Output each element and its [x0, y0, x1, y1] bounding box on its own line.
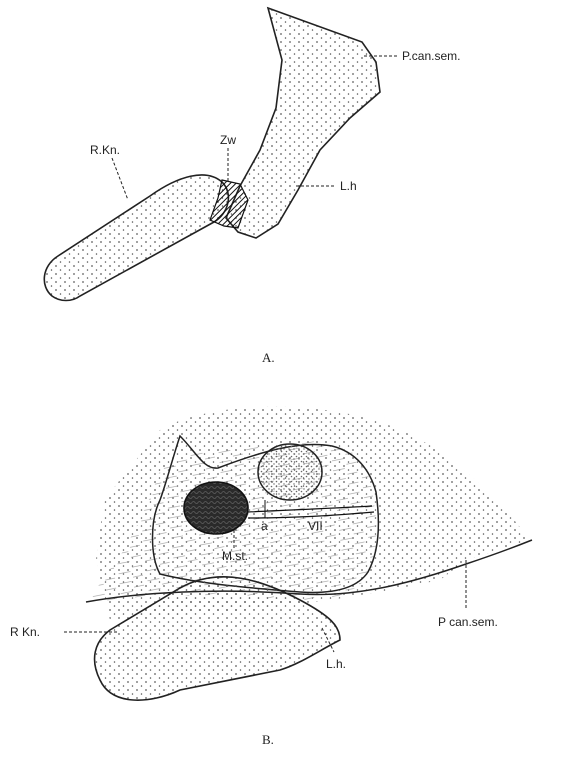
figure-b: VII a M.st. P can.sem. R Kn. L.h. B.	[10, 407, 532, 747]
label-lh-b: L.h.	[326, 657, 346, 671]
leader-rkn-a	[112, 158, 128, 200]
label-rkn-b: R Kn.	[10, 625, 40, 639]
label-p-can-sem-a: P.can.sem.	[402, 49, 460, 63]
mst-dark-ellipse	[184, 482, 248, 534]
label-p-can-sem-b: P can.sem.	[438, 615, 498, 629]
label-vii: VII	[308, 519, 323, 533]
rkn-shape-a	[44, 175, 228, 301]
label-rkn-a: R.Kn.	[90, 143, 120, 157]
label-a: a	[261, 519, 268, 533]
caption-a: A.	[262, 350, 275, 365]
figure-a: P.can.sem. Zw R.Kn. L.h A.	[44, 8, 460, 365]
label-zw: Zw	[220, 133, 236, 147]
caption-b: B.	[262, 732, 274, 747]
lh-canal-shape-a	[226, 8, 380, 238]
label-mst: M.st.	[222, 549, 248, 563]
upper-ellipse-b	[258, 444, 322, 500]
label-lh-a: L.h	[340, 179, 357, 193]
